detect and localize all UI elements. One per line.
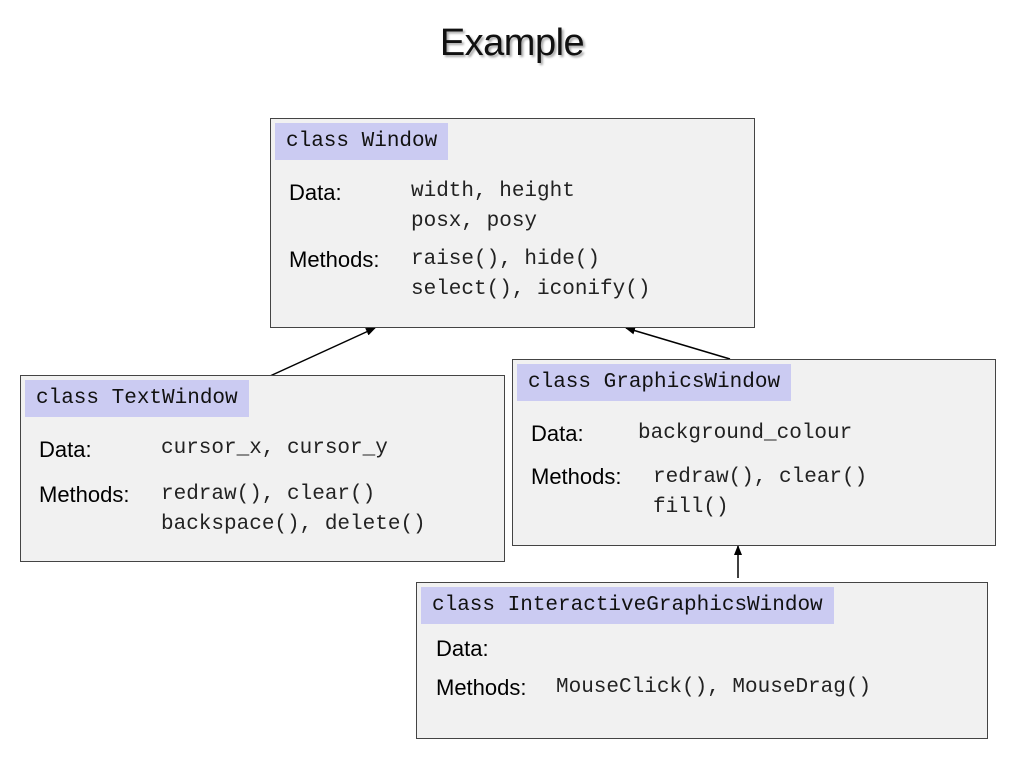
class-box-window: class Window Data: width, height posx, p… <box>270 118 755 328</box>
method-line: fill() <box>653 496 729 519</box>
methods-label: Methods: <box>436 675 527 700</box>
method-line: redraw(), clear() <box>653 466 868 489</box>
method-line: raise(), hide() <box>411 248 601 271</box>
class-header: class InteractiveGraphicsWindow <box>421 587 834 624</box>
methods-label: Methods: <box>289 247 380 272</box>
data-line: cursor_x, cursor_y <box>161 437 388 460</box>
data-line: width, height <box>411 180 575 203</box>
method-line: backspace(), delete() <box>161 513 426 536</box>
data-label: Data: <box>39 437 92 462</box>
data-line: posx, posy <box>411 210 538 233</box>
method-line: redraw(), clear() <box>161 483 376 506</box>
method-line: MouseClick(), MouseDrag() <box>556 676 872 699</box>
data-label: Data: <box>531 421 584 446</box>
class-header: class GraphicsWindow <box>517 364 792 401</box>
class-box-graphicswindow: class GraphicsWindow Data: background_co… <box>512 359 996 546</box>
class-header: class Window <box>275 123 449 160</box>
class-box-interactivegraphicswindow: class InteractiveGraphicsWindow Data: Me… <box>416 582 988 739</box>
methods-label: Methods: <box>39 482 130 507</box>
method-line: select(), iconify() <box>411 278 651 301</box>
arrow-graphicswindow-to-window <box>625 326 731 360</box>
slide-title: Example <box>439 22 585 64</box>
data-label: Data: <box>436 636 489 661</box>
class-header: class TextWindow <box>25 380 249 417</box>
data-label: Data: <box>289 180 342 205</box>
class-box-textwindow: class TextWindow Data: cursor_x, cursor_… <box>20 375 505 562</box>
arrow-textwindow-to-window <box>269 327 376 377</box>
methods-label: Methods: <box>531 464 622 489</box>
data-line: background_colour <box>638 422 853 445</box>
